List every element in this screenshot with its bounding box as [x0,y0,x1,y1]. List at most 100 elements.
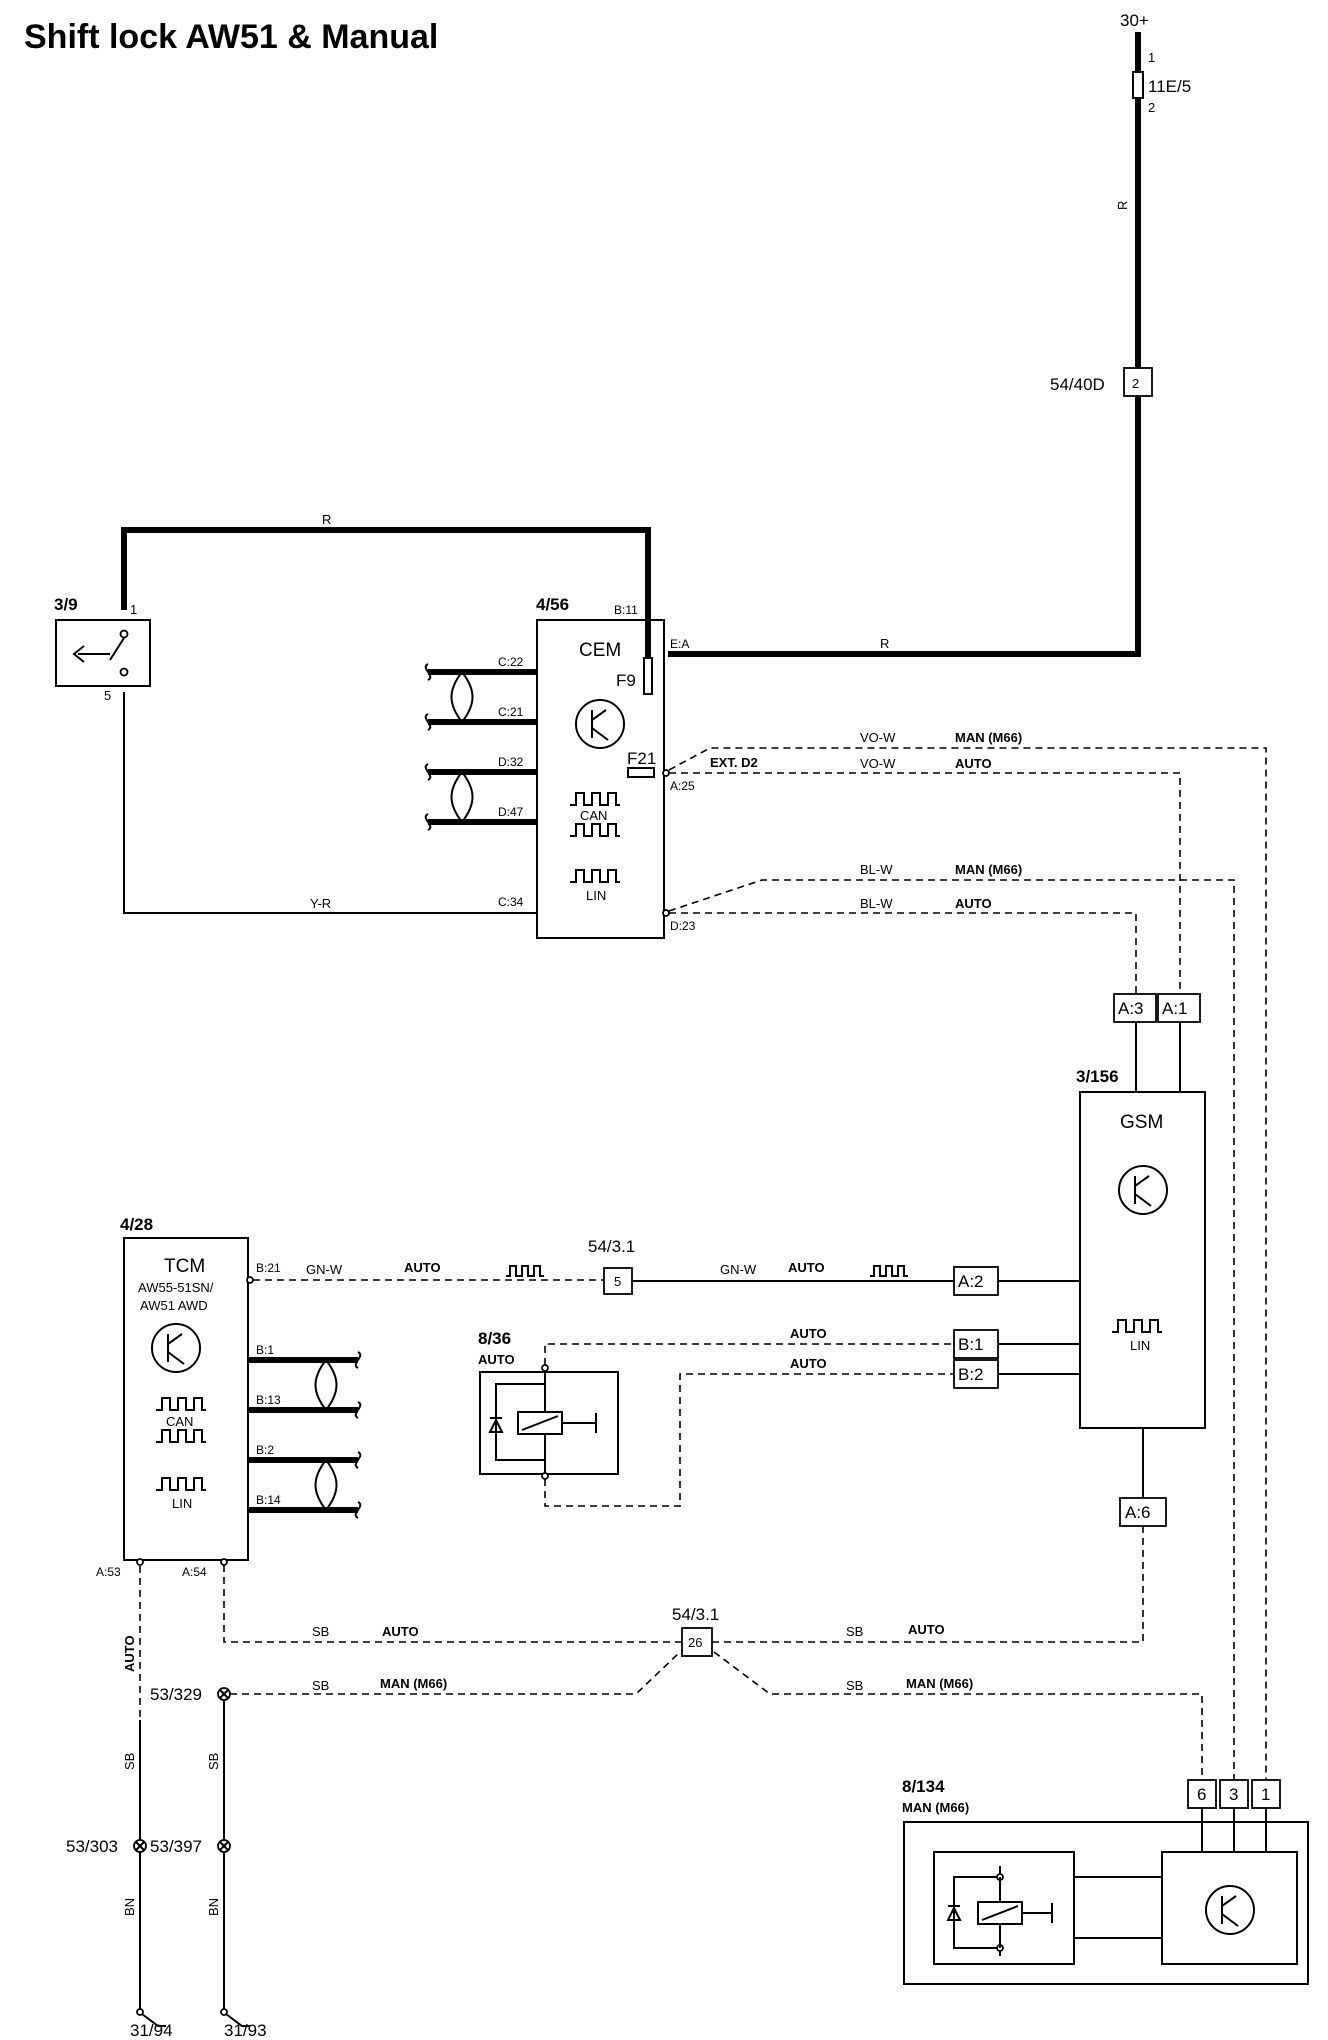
label-cem-a25: A:25 [670,779,695,793]
module-8-134-coil-slash [981,1905,1019,1921]
label-tcm-a54: A:54 [182,1565,207,1579]
ground-31-94-point [136,2008,144,2016]
label-wire-r-top: R [322,512,331,527]
label-blw-man: BL-W [860,862,893,877]
label-gsm-lin: LIN [1130,1338,1150,1353]
gsm-transistor-emitter [1134,1193,1152,1207]
label-54-40d: 54/40D [1050,375,1105,394]
wire-r-to-cem [668,396,1141,657]
cem-can-break-marks [424,663,432,831]
label-tcm-name: TCM [164,1256,205,1277]
label-sb-4: SB [846,1678,863,1693]
tcm-signal-icon-1 [506,1265,544,1277]
label-tcm-a53: A:53 [96,1565,121,1579]
tcm-can-signal-icon [156,1397,206,1411]
connector-54-3-1-pin26 [681,1627,713,1657]
label-man-2: MAN (M66) [955,862,1022,877]
gsm-module [1079,1091,1206,1429]
wire-sb-man-1 [230,1651,681,1695]
tcm-can-twist-2 [314,1459,338,1511]
wire-bl-w-auto [669,912,1137,994]
label-gsm-a1: A:1 [1162,999,1188,1018]
label-auto-2: AUTO [955,896,992,911]
cem-pin-d23 [662,909,670,917]
label-blw-auto: BL-W [860,896,893,911]
cem-can-signal-icon-2 [570,823,620,837]
label-bn-2: BN [206,1898,221,1916]
wire-vo-w-auto [669,772,1181,994]
cem-transistor-collector [591,709,607,721]
label-tcm-variant1: AW55-51SN/ [138,1280,214,1295]
label-cem-b11: B:11 [614,603,638,617]
label-cem-d23: D:23 [670,919,696,933]
label-module-8-134: 8/134 [902,1777,945,1796]
label-switch-3-9: 3/9 [54,595,78,614]
label-54-40d-pin: 2 [1132,376,1139,391]
tcm-can-twist-1 [314,1359,338,1411]
label-ground-auto-2: AUTO [908,1622,945,1637]
wire-r-top-loop [121,527,651,658]
splice-53-397-mark [219,1841,229,1851]
tcm-transistor-emitter [167,1351,185,1365]
cem-module [536,619,665,939]
switch-blade [109,637,125,661]
label-splice-53-329: 53/329 [150,1685,202,1704]
connector-54-3-1-pin5 [603,1267,633,1295]
label-fuse-f21: F21 [627,749,656,768]
relay-pin-bottom [541,1472,549,1480]
label-auto-1: AUTO [955,756,992,771]
label-ground-man-2: MAN (M66) [906,1676,973,1691]
relay-diode-icon [488,1417,504,1433]
label-switch-pin5: 5 [104,688,111,703]
module-8-134-transistor-emitter [1221,1913,1239,1927]
label-gsm-a2: A:2 [958,1272,984,1291]
label-gnw-2: GN-W [720,1262,757,1277]
tcm-lin-signal-icon [156,1477,206,1491]
wire-relay-b1 [544,1343,954,1365]
cem-can-twist-1 [450,671,474,723]
tcm-can-signal-icon-2 [156,1429,206,1443]
tcm-module [123,1237,249,1561]
label-splice-53-303: 53/303 [66,1837,118,1856]
label-relay-auto-b1: AUTO [790,1326,827,1341]
connector-54-40d [1123,367,1153,397]
label-cem-name: CEM [579,640,621,661]
ground-31-93-point [220,2008,228,2016]
switch-contact-bottom [119,667,129,677]
label-tcm-b13: B:13 [256,1393,281,1407]
splice-53-303-mark [135,1841,145,1851]
label-connector-pin5: 5 [614,1274,621,1289]
label-fuse-f9: F9 [616,671,636,690]
module-8-134 [903,1821,1309,1985]
fuse-11e5 [1132,71,1144,99]
label-ground-31-94: 31/94 [130,2021,173,2040]
label-splice-53-397: 53/397 [150,1837,202,1856]
label-8-134-pin1: 1 [1261,1785,1270,1804]
label-cem-id: 4/56 [536,595,569,614]
tcm-pin-b21 [246,1276,254,1284]
module-8-134-diode-icon [946,1905,962,1921]
label-tcm-b2: B:2 [256,1443,274,1457]
wire-vo-w-man [668,747,1267,1780]
label-gsm-a6: A:6 [1125,1503,1151,1522]
label-cem-d32: D:32 [498,755,524,769]
label-tcm-variant2: AW51 AWD [140,1298,208,1313]
label-tcm-b21: B:21 [256,1261,281,1275]
gsm-transistor-icon [1118,1165,1168,1215]
label-ground-auto-1: AUTO [382,1624,419,1639]
tcm-transistor-icon [151,1323,201,1373]
label-sb-v2: SB [206,1753,221,1770]
label-cem-d47: D:47 [498,805,524,819]
label-30plus: 30+ [1120,11,1149,30]
label-gnw-1: GN-W [306,1262,343,1277]
label-module-man: MAN (M66) [902,1800,969,1815]
label-connector-54-3-1-a: 54/3.1 [588,1237,635,1256]
connector-gsm-a6 [1119,1497,1167,1527]
label-cem-ea: E:A [670,637,689,651]
label-cem-c22: C:22 [498,655,524,669]
label-wire-yr: Y-R [310,896,331,911]
tcm-pin-a54 [220,1558,228,1566]
wire-sb-auto-1 [223,1565,682,1643]
label-relay-8-36: 8/36 [478,1329,511,1348]
label-cem-can: CAN [580,808,607,823]
